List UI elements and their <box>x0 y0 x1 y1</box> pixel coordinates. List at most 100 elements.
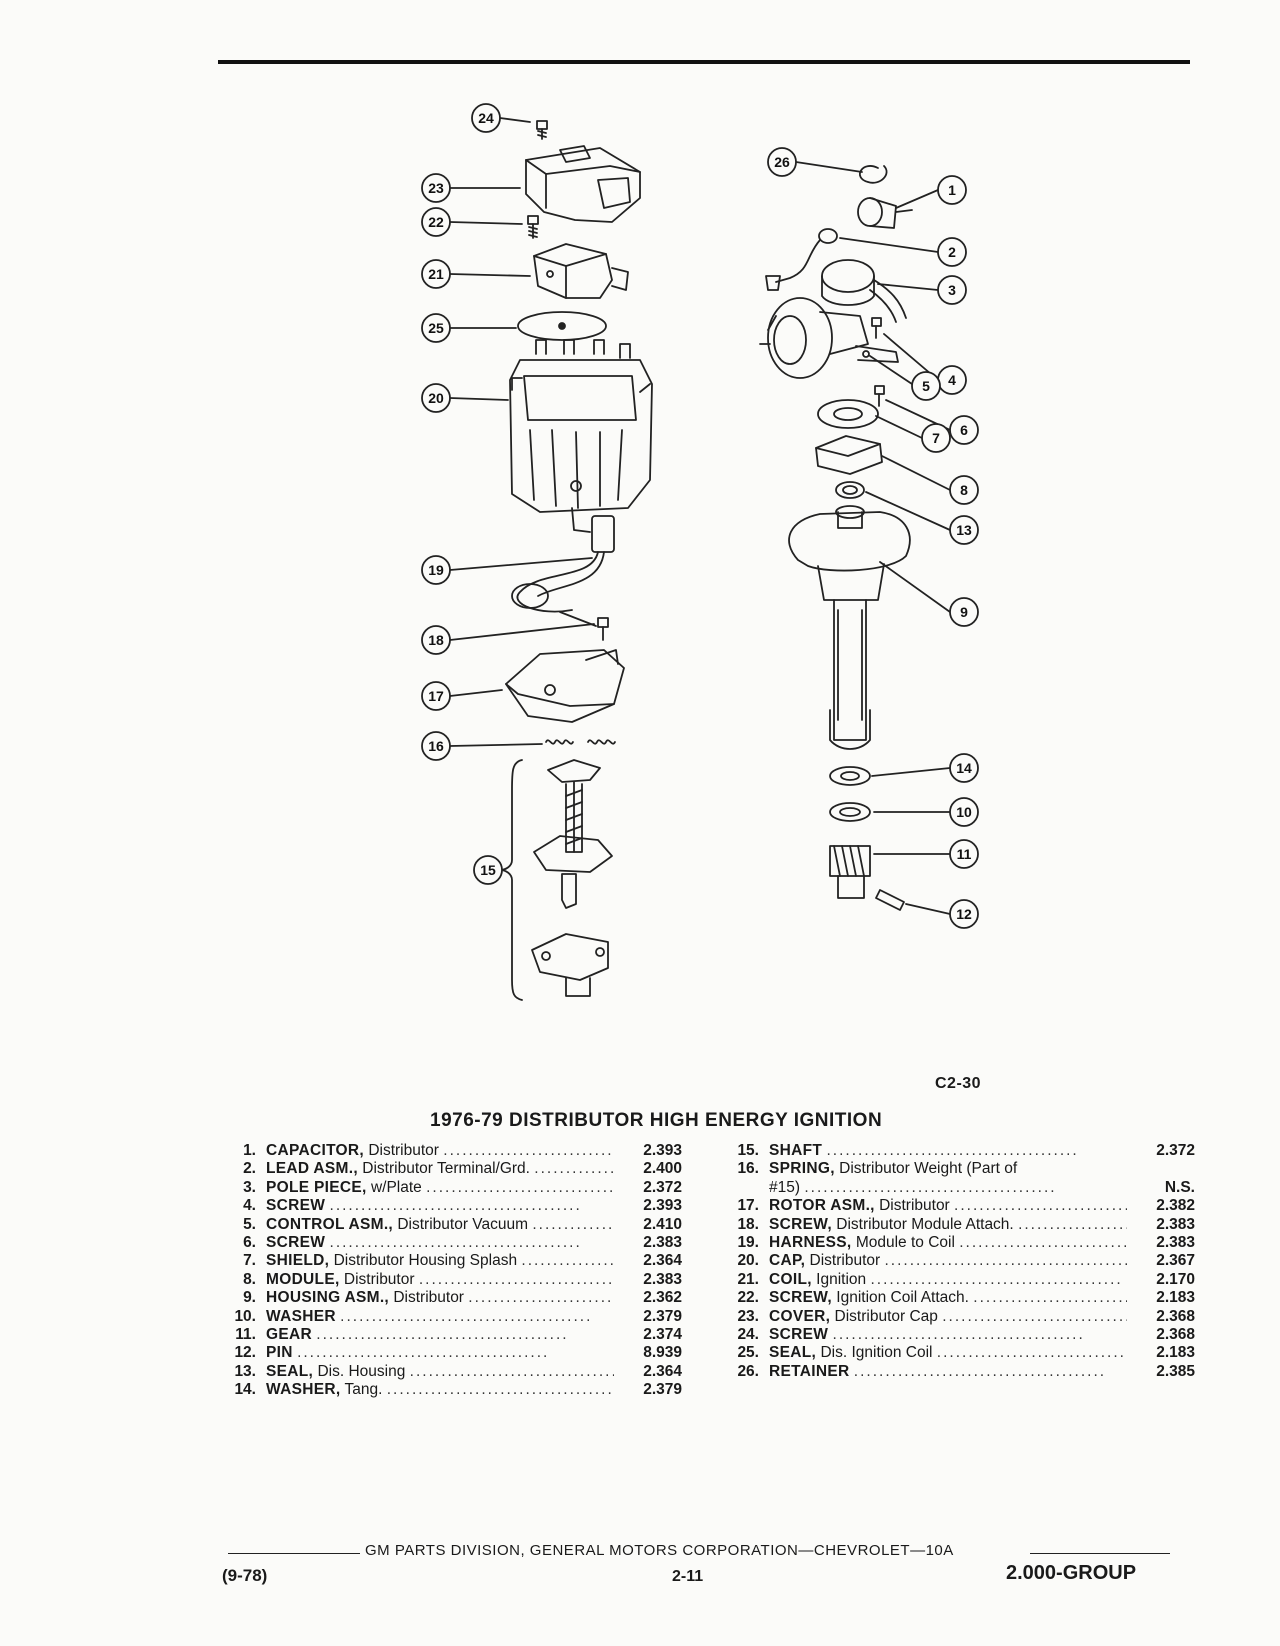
part-number: 10. <box>234 1307 256 1325</box>
part-number: 17. <box>737 1197 759 1215</box>
leader-dots: ........................................ <box>853 1362 1107 1380</box>
part-name: SPRING, <box>769 1160 835 1178</box>
leader-dots: ........................................ <box>409 1362 614 1380</box>
part-description: #15) ...................................… <box>769 1179 1127 1197</box>
vacuum-control-5-drawing <box>759 297 899 379</box>
part-code: N.S. <box>1164 1178 1195 1196</box>
part-name: SCREW <box>266 1233 326 1251</box>
part-name: COVER, <box>769 1307 831 1325</box>
seal-25-drawing <box>517 311 607 341</box>
part-code: 2.374 <box>643 1325 682 1343</box>
callout-24: 24 <box>478 110 494 126</box>
callout-17: 17 <box>428 688 444 704</box>
part-number: 15. <box>737 1142 759 1159</box>
part-detail: Distributor <box>368 1142 439 1159</box>
leader-dots: ........................................ <box>959 1233 1127 1251</box>
part-detail: Tang. <box>344 1381 383 1399</box>
part-detail-continued: #15) <box>769 1178 801 1196</box>
part-number: 21. <box>737 1270 759 1288</box>
part-name: CAPACITOR, <box>266 1142 365 1159</box>
part-detail: Distributor Module Attach. <box>836 1215 1014 1233</box>
part-code: 2.368 <box>1156 1325 1195 1343</box>
part-code: 2.170 <box>1156 1270 1195 1288</box>
part-description: WASHER, Tang. ..........................… <box>266 1381 614 1399</box>
part-description: CAPACITOR, Distributor .................… <box>266 1142 614 1160</box>
part-code: 2.393 <box>643 1197 682 1215</box>
part-detail: Distributor Cap <box>834 1307 938 1325</box>
part-code: 2.367 <box>1156 1252 1195 1270</box>
washer-14-drawing <box>829 766 871 786</box>
part-description: PIN ....................................… <box>266 1344 614 1362</box>
part-row: 8.MODULE, Distributor ..................… <box>222 1271 682 1289</box>
part-code: 2.385 <box>1156 1362 1195 1380</box>
leader-dots: ........................................ <box>443 1142 614 1159</box>
footer-rule-left <box>228 1553 360 1554</box>
part-number: 22. <box>737 1289 759 1307</box>
part-row: 21. COIL, Ignition ......................… <box>725 1271 1195 1289</box>
screw-18-drawing <box>597 617 609 641</box>
part-description: COIL, Ignition .........................… <box>769 1271 1127 1289</box>
part-name: SCREW, <box>769 1289 832 1307</box>
part-row: 4.SCREW ................................… <box>222 1197 682 1215</box>
part-code: 2.383 <box>643 1233 682 1251</box>
part-detail: Distributor Weight (Part of <box>839 1160 1018 1178</box>
part-description: CONTROL ASM., Distributor Vacuum .......… <box>266 1216 614 1234</box>
part-row: 1. CAPACITOR, Distributor ...............… <box>222 1142 682 1160</box>
top-rule <box>218 60 1190 64</box>
part-description: HARNESS, Module to Coil ................… <box>769 1234 1127 1252</box>
callout-7: 7 <box>932 430 940 446</box>
part-name: GEAR <box>266 1325 312 1343</box>
part-row-continued: #15) ...................................… <box>725 1179 1195 1197</box>
part-name: SCREW <box>266 1197 326 1215</box>
part-row: 6. SCREW ................................… <box>222 1234 682 1252</box>
part-code: 2.372 <box>643 1178 682 1196</box>
part-code: 8.939 <box>643 1344 682 1362</box>
part-number: 20. <box>737 1252 759 1270</box>
part-row: 24. SCREW ...............................… <box>725 1326 1195 1344</box>
leader-dots: ........................................ <box>954 1197 1127 1215</box>
footer-group: 2.000-GROUP <box>1006 1562 1137 1584</box>
part-row: 2.LEAD ASM., Distributor Terminal/Grd. .… <box>222 1160 682 1178</box>
leader-dots: ........................................ <box>418 1270 614 1288</box>
leader-dots: ........................................ <box>870 1270 1123 1288</box>
footer-page-number: 2-11 <box>672 1568 704 1585</box>
part-code: 2.362 <box>643 1289 682 1307</box>
leader-dots: ........................................ <box>534 1160 614 1178</box>
part-detail: Distributor Vacuum <box>397 1215 529 1233</box>
part-number: 6. <box>243 1233 256 1251</box>
part-row: 11.GEAR ................................… <box>222 1326 682 1344</box>
callout-18: 18 <box>428 632 444 648</box>
part-name: MODULE, <box>266 1270 340 1288</box>
part-number: 24. <box>737 1325 759 1343</box>
leader-dots: ........................................ <box>826 1142 1079 1159</box>
part-description: SEAL, Dis. Ignition Coil ...............… <box>769 1344 1127 1362</box>
part-description: SCREW ..................................… <box>266 1197 614 1215</box>
callout-22: 22 <box>428 214 444 230</box>
part-detail: Distributor <box>809 1252 881 1270</box>
part-name: CAP, <box>769 1252 806 1270</box>
part-name: CONTROL ASM., <box>266 1215 394 1233</box>
part-row: 26.RETAINER ............................… <box>725 1363 1195 1381</box>
part-row: 5.CONTROL ASM., Distributor Vacuum .....… <box>222 1216 682 1234</box>
parts-list-right: 15.SHAFT ...............................… <box>725 1142 1195 1381</box>
leader-dots: ........................................ <box>532 1215 614 1233</box>
module-8-drawing <box>815 435 883 475</box>
part-description: SCREW ..................................… <box>266 1234 614 1252</box>
part-row: 17.ROTOR ASM., Distributor .............… <box>725 1197 1195 1215</box>
part-name: WASHER <box>266 1307 336 1325</box>
part-name: HARNESS, <box>769 1233 852 1251</box>
callout-16: 16 <box>428 738 444 754</box>
screw-22-drawing <box>527 215 539 239</box>
part-detail: w/Plate <box>370 1178 422 1196</box>
leader-dots: ........................................ <box>804 1178 1057 1196</box>
retainer-26-drawing <box>859 165 888 184</box>
part-code: 2.393 <box>643 1142 682 1159</box>
part-number: 1. <box>243 1142 256 1159</box>
washer-10-drawing <box>829 802 871 822</box>
part-description: SCREW ..................................… <box>769 1326 1127 1344</box>
part-name: SCREW <box>769 1325 829 1343</box>
cover-23-drawing <box>525 145 641 223</box>
part-number: 13. <box>234 1362 256 1380</box>
leader-dots: ........................................ <box>297 1344 550 1362</box>
callout-23: 23 <box>428 180 444 196</box>
